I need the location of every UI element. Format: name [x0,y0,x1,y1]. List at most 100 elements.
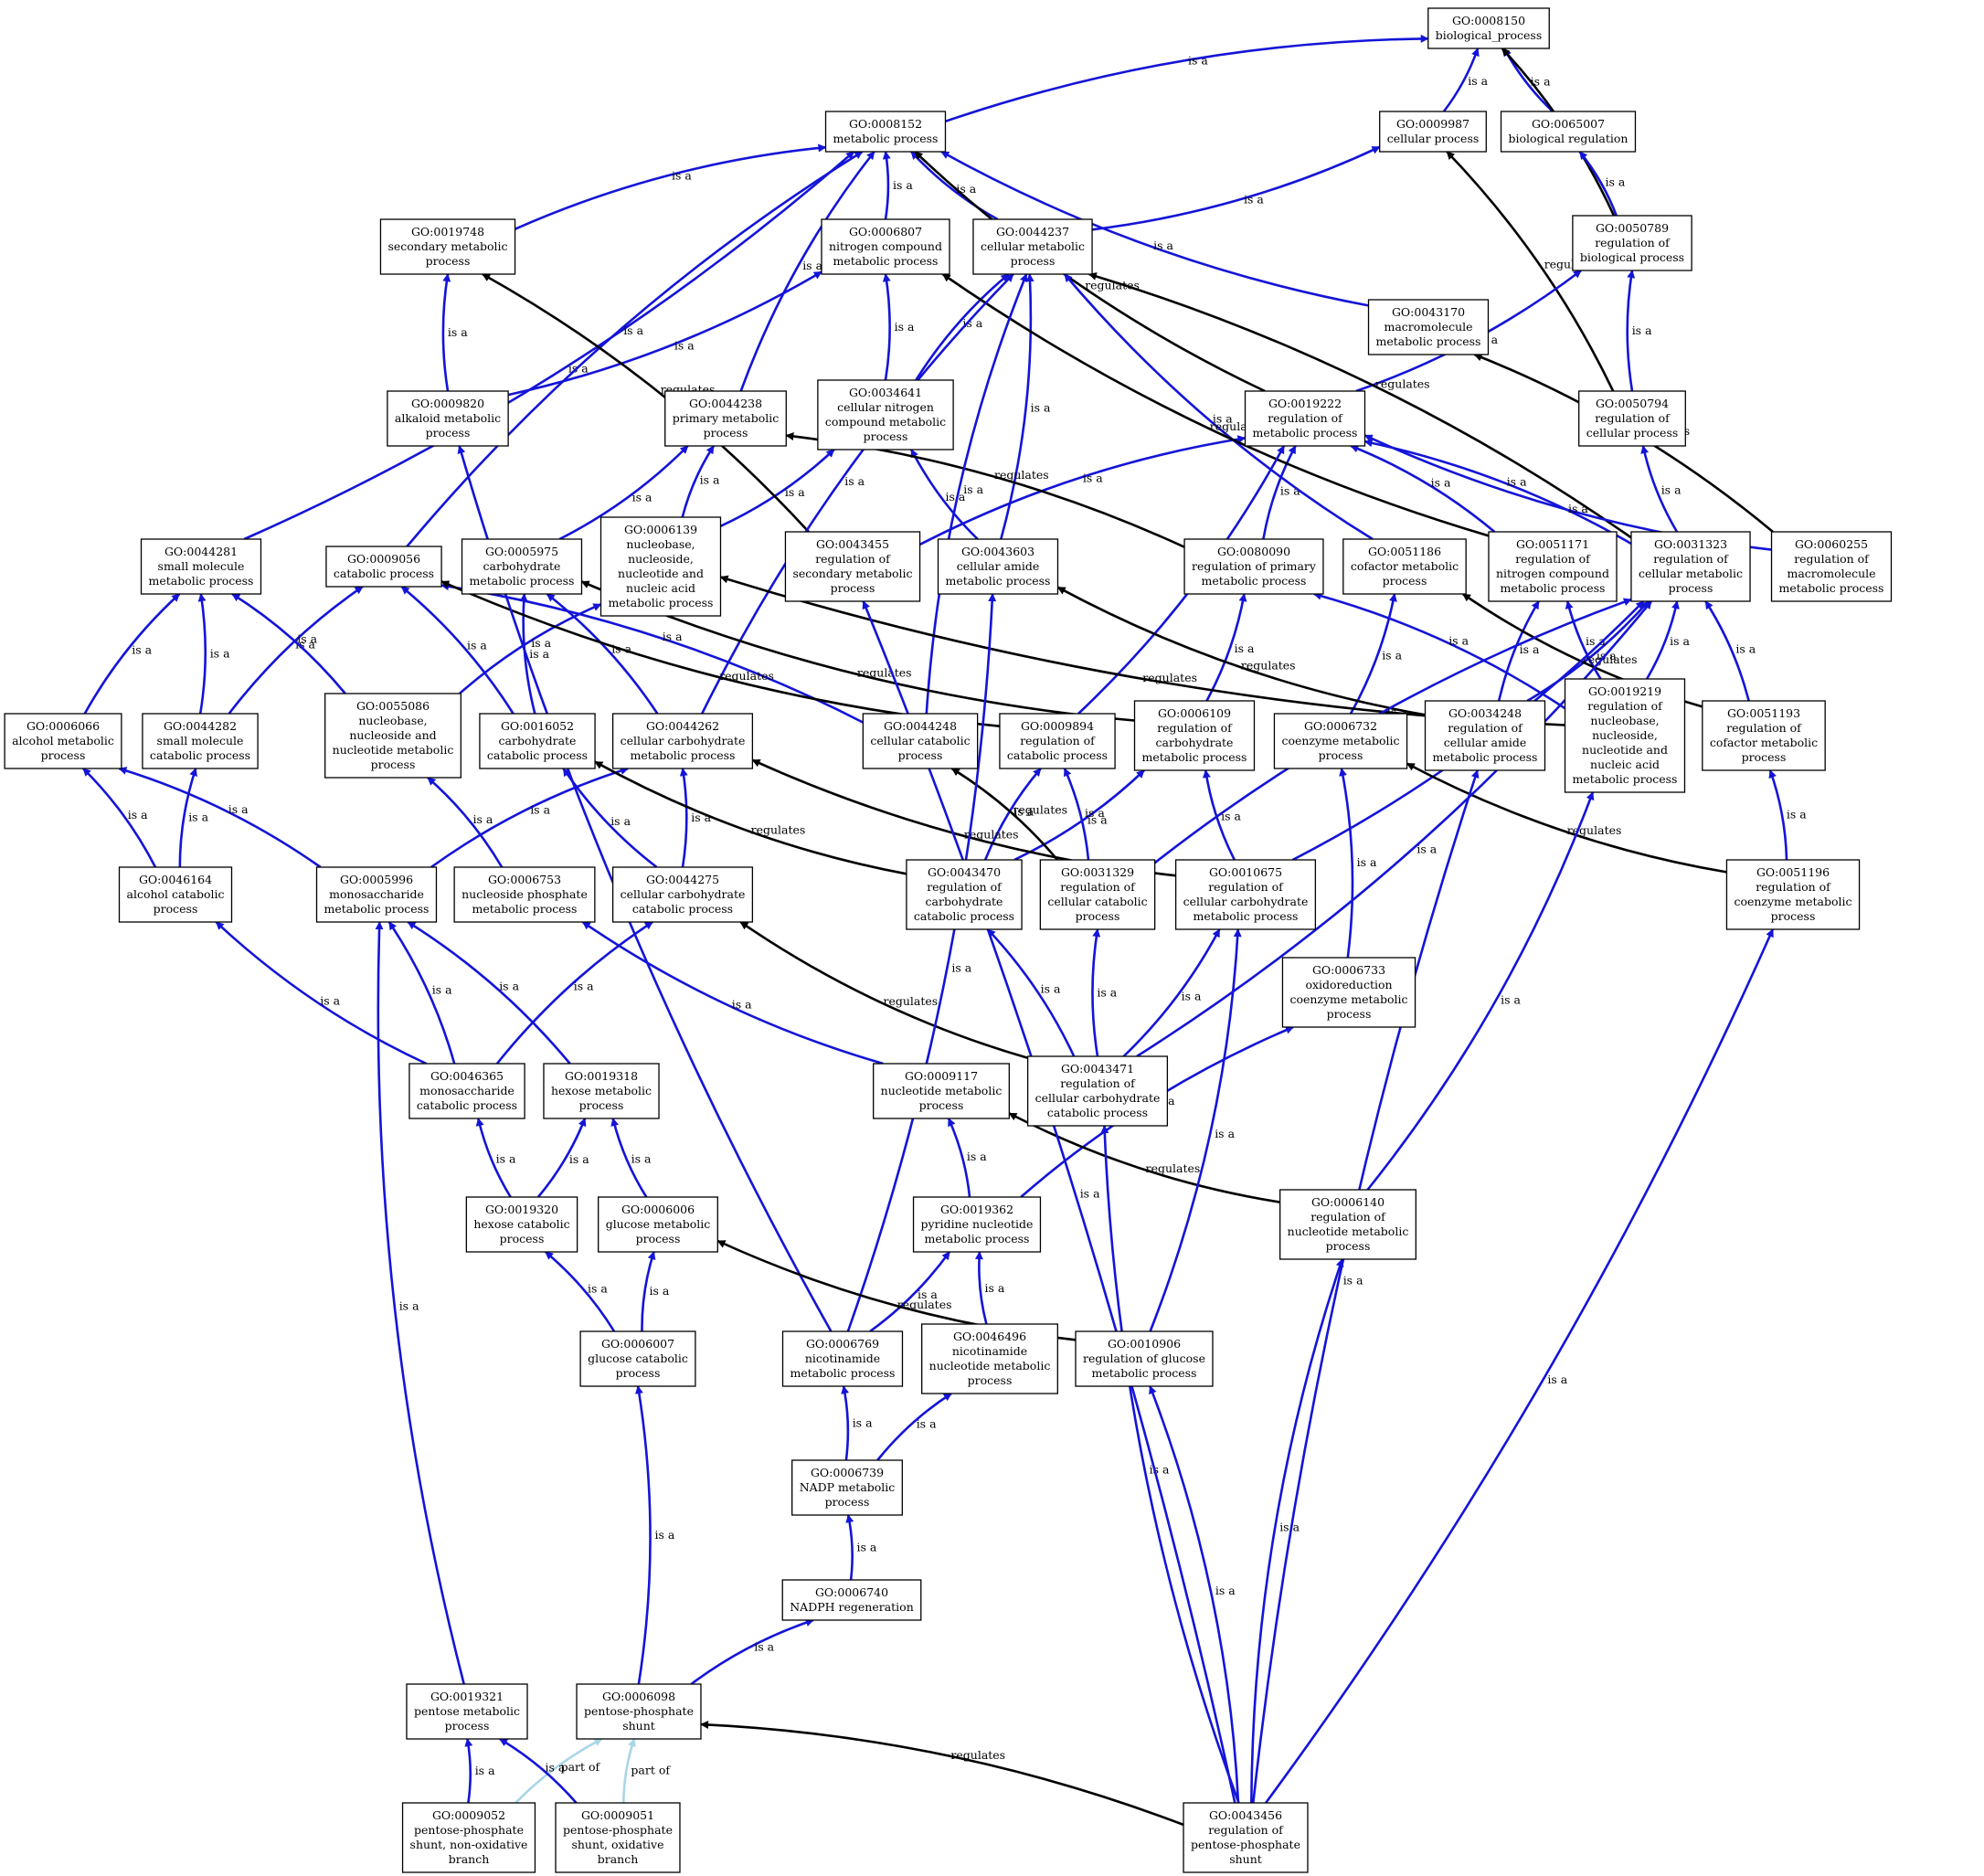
edge-is-a [231,592,346,694]
edge-is-a [974,1251,988,1325]
edge-is-a [1202,769,1236,861]
edge-label: is a [1632,323,1652,337]
node-id-label: GO:0043456 [1209,1808,1282,1822]
edge-is-a [495,920,653,1065]
node-term-label: regulation of [1060,1076,1136,1090]
node-id-label: GO:0009117 [905,1069,978,1083]
edge-is-a [387,921,456,1065]
node-box [379,218,516,275]
node-id-label: GO:0006753 [488,873,561,886]
edge-label: regulates [884,994,939,1008]
edge-label: is a [1085,806,1105,820]
node-box [599,516,722,617]
edge-label: is a [228,802,249,816]
edge-label: is a [623,323,643,337]
edge-is-a [1100,1125,1240,1804]
edge-is-a [118,767,322,869]
node-term-label: pyridine nucleotide [921,1217,1034,1231]
node-box [873,1063,1010,1119]
edge-label: is a [1041,982,1061,996]
node-box [912,1196,1042,1253]
node-id-label: GO:0009987 [1396,117,1469,131]
edge-label: is a [1468,74,1488,88]
node-term-label: regulation of [815,552,891,566]
edge-is-a [1366,791,1595,1191]
node-term-label: nucleobase, [626,537,695,551]
edge-is-a [1640,445,1679,533]
node-id-label: GO:0016052 [501,719,574,733]
node-id-label: GO:0044238 [689,397,762,410]
node-id-label: GO:0006109 [1158,706,1231,720]
node-term-label: metabolic process [324,902,430,916]
node-term-label: regulation of [1310,1210,1386,1224]
node-term-label: oxidoreduction [1305,978,1392,991]
node-id-label: GO:0006098 [602,1690,675,1703]
edge-label: is a [1520,642,1540,656]
node-id-label: GO:0010906 [1108,1337,1181,1351]
edge-is-a [1122,928,1221,1057]
node-term-label: coenzyme metabolic [1289,992,1407,1006]
edge-is-a [515,143,827,230]
node-id-label: GO:0043471 [1061,1062,1134,1076]
node-term-label: secondary metabolic [792,567,912,580]
edge-is-a [1565,600,1602,680]
edge-label: is a [1213,412,1233,426]
node-term-label: alkaloid metabolic [395,411,501,425]
node-box [972,218,1093,275]
node-term-label: process [500,1232,545,1245]
node-term-label: process [1669,581,1713,595]
node-box [315,866,438,923]
node-box [543,1063,660,1119]
edge-label: is a [1787,807,1807,821]
node-box [1500,111,1637,153]
node-box [1572,215,1692,271]
edge-label: regulates [1085,278,1140,291]
node-term-label: nitrogen compound [829,239,942,253]
edge-is-a [846,593,997,1332]
edge-is-a [876,1392,952,1461]
node-term-label: carbohydrate [1156,736,1234,749]
edge-label: is a [210,647,230,661]
edge-label: is a [918,1288,938,1301]
edge-label: is a [1031,400,1051,414]
edge-is-a [228,585,364,715]
go-term-node: GO:0006139nucleobase,nucleoside,nucleoti… [599,516,722,617]
edge-label: is a [895,320,915,334]
edge-regulates [482,272,810,533]
node-id-label: GO:0009051 [581,1808,654,1822]
node-term-label: regulation of [1020,734,1096,747]
node-id-label: GO:0019320 [485,1203,558,1216]
node-id-label: GO:0046164 [139,873,212,886]
edge-is-a [1442,48,1480,112]
edge-label: is a [297,632,317,646]
node-term-label: regulation of [1060,880,1136,894]
node-term-label: process [636,1232,681,1245]
edge-label: regulates [994,468,1049,482]
node-box [1174,859,1317,930]
node-term-label: process [1076,909,1120,923]
node-id-label: GO:0005996 [340,873,413,886]
edge-regulates [739,920,1028,1060]
edge-is-a [1768,769,1788,861]
node-id-label: GO:0006769 [806,1337,879,1351]
node-term-label: regulation of [1587,699,1663,713]
edge-is-a [427,777,504,868]
edge-label: is a [467,639,487,652]
node-id-label: GO:0055086 [356,699,430,713]
node-id-label: GO:0019321 [430,1690,504,1703]
node-term-label: catabolic process [632,902,733,916]
node-term-label: metabolic process [790,1366,896,1380]
edge-label: regulates [857,666,912,680]
node-term-label: catabolic process [914,909,1014,923]
edge-label: is a [473,812,493,826]
edge-is-a [1497,600,1540,702]
